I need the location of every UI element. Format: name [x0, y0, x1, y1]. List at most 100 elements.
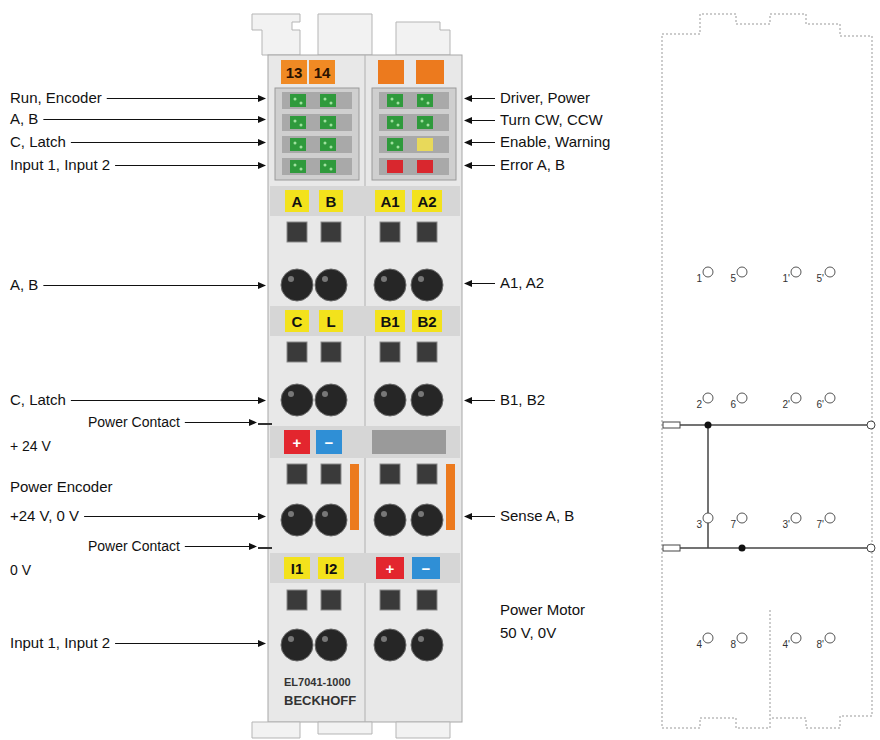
- tag-strip: [270, 306, 460, 336]
- housing-clip: [318, 722, 372, 734]
- product-code: EL7041-1000: [284, 676, 351, 689]
- terminal-tag: −: [316, 430, 342, 454]
- terminal-tag: +: [284, 430, 310, 454]
- leader-line: [107, 98, 259, 99]
- leader-line: [471, 283, 495, 284]
- tag-text: B: [326, 194, 337, 209]
- callout-label: Input 1, Input 2: [10, 156, 110, 174]
- callout-label: C, Latch: [10, 133, 66, 151]
- leader-line: [471, 516, 495, 517]
- terminal-point: [703, 267, 835, 643]
- power-contact-mark: [258, 547, 272, 549]
- led-number-tag: 14: [309, 60, 335, 84]
- junction-dot: [739, 545, 746, 552]
- tag-text: 14: [314, 65, 331, 80]
- blank-tag: [372, 430, 446, 454]
- leader-arrowhead: [249, 543, 257, 550]
- callout-label: +24 V, 0 V: [10, 507, 79, 525]
- callout-label: C, Latch: [10, 391, 66, 409]
- leader-arrowhead: [464, 139, 472, 146]
- terminal-tag: A: [285, 190, 309, 212]
- terminal-point-number: 6': [817, 399, 824, 411]
- leader-arrowhead: [258, 95, 266, 102]
- leader-arrowhead: [464, 95, 472, 102]
- leader-arrowhead: [258, 139, 266, 146]
- leader-arrowhead: [258, 640, 266, 647]
- leader-line: [43, 285, 259, 286]
- terminal-outline: [662, 14, 872, 728]
- terminal-point-number: 2: [696, 399, 702, 411]
- leader-arrowhead: [258, 162, 266, 169]
- housing-clip: [252, 722, 300, 738]
- terminal-point-number: 8: [730, 639, 736, 651]
- callout-label: Run, Encoder: [10, 89, 102, 107]
- tag-text: 13: [286, 65, 303, 80]
- brand-name: BECKHOFF: [284, 693, 356, 709]
- leader-line: [84, 516, 259, 517]
- leader-arrowhead: [249, 419, 257, 426]
- tag-text: B2: [417, 314, 436, 329]
- tag-text: A2: [417, 194, 436, 209]
- tag-text: A1: [380, 194, 399, 209]
- callout-label: A, B: [10, 276, 38, 294]
- callout-label: B1, B2: [500, 391, 545, 409]
- leader-arrowhead: [464, 162, 472, 169]
- terminal-point-number: 5': [817, 273, 824, 285]
- terminal-tag: A1: [375, 190, 405, 212]
- callout-label: Driver, Power: [500, 89, 590, 107]
- terminal-tag: −: [412, 557, 440, 579]
- terminal-tag: I2: [318, 557, 344, 579]
- terminal-tag: B: [319, 190, 343, 212]
- callout-label: + 24 V: [10, 438, 51, 455]
- leader-arrowhead: [464, 397, 472, 404]
- junction-dot: [705, 422, 712, 429]
- leader-line: [471, 120, 495, 121]
- power-contact-mark: [258, 423, 272, 425]
- led-rows: [282, 92, 449, 175]
- contact-tab: [663, 545, 680, 551]
- leader-arrowhead: [258, 513, 266, 520]
- wire-entry: [281, 269, 443, 661]
- callout-label: A, B: [10, 110, 38, 128]
- jumper-wire: [707, 425, 709, 548]
- led-number-tag: 13: [281, 60, 307, 84]
- contact-tab: [663, 422, 680, 428]
- callout-label: 0 V: [10, 562, 31, 579]
- callout-label: Power Motor: [500, 601, 585, 619]
- terminal-tag: L: [319, 310, 343, 332]
- contact-end: [867, 544, 875, 552]
- leader-line: [115, 165, 259, 166]
- tag-text: I1: [291, 561, 304, 576]
- led-glint: [294, 98, 430, 171]
- housing-clip: [396, 22, 450, 55]
- callout-label: Input 1, Input 2: [10, 634, 110, 652]
- leader-arrowhead: [464, 513, 472, 520]
- tag-text: C: [292, 314, 303, 329]
- terminal-tag: C: [285, 310, 309, 332]
- housing-clip: [252, 14, 300, 55]
- housing-clip: [396, 722, 450, 738]
- contact-strip: [350, 464, 359, 530]
- led-panel: [275, 88, 359, 180]
- tag-text: −: [422, 561, 431, 576]
- terminal-point-number: 2': [783, 399, 790, 411]
- leader-arrowhead: [464, 280, 472, 287]
- tag-text: B1: [380, 314, 399, 329]
- callout-label: Power Encoder: [10, 478, 113, 496]
- terminal-tag: A2: [412, 190, 442, 212]
- terminal-point-number: 8': [817, 639, 824, 651]
- leader-arrowhead: [258, 282, 266, 289]
- contact-strip: [446, 464, 455, 530]
- terminal-point-number: 5: [730, 273, 736, 285]
- terminal-tag: I1: [284, 557, 310, 579]
- terminal-point-number: 3': [783, 519, 790, 531]
- terminal-point-number: 4: [696, 639, 702, 651]
- tag-text: A: [292, 194, 303, 209]
- terminal-tag: B1: [375, 310, 405, 332]
- terminal-housing: [268, 55, 462, 722]
- led-panel: [372, 88, 456, 180]
- leader-line: [471, 98, 495, 99]
- terminal-point-number: 6: [730, 399, 736, 411]
- terminal-point-number: 7': [817, 519, 824, 531]
